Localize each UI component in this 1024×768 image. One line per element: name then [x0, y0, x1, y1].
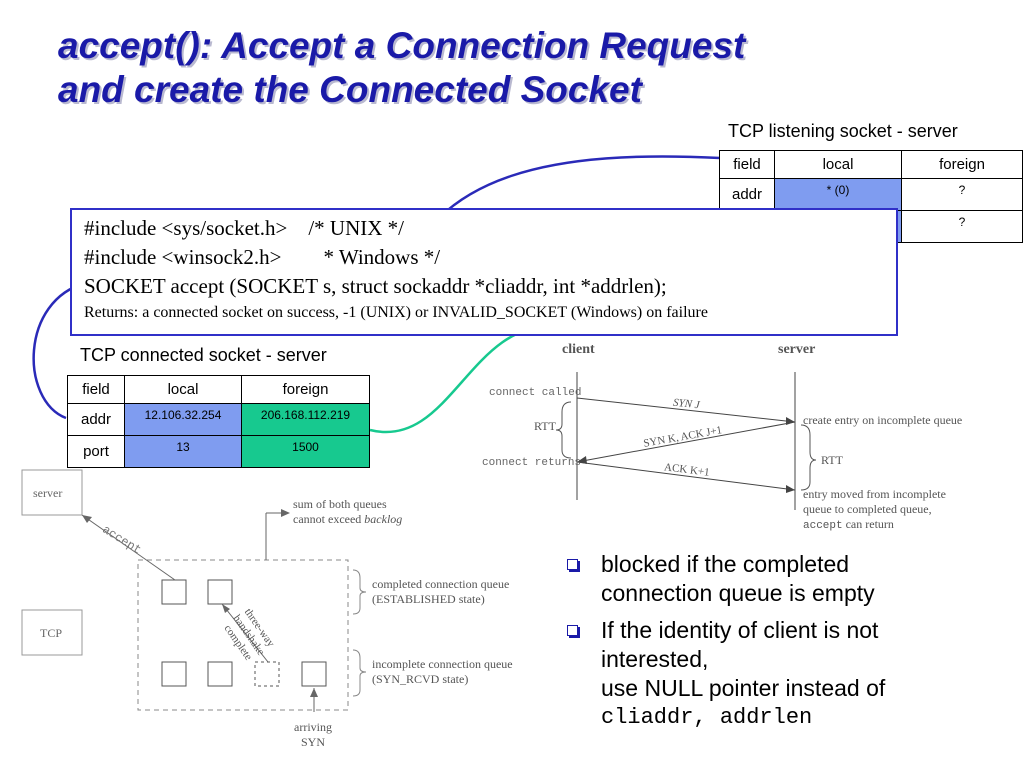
- backlog-note: sum of both queues cannot exceed backlog: [293, 497, 402, 527]
- accept-mono: accept: [803, 520, 843, 532]
- bullet-2-line-2: interested,: [601, 646, 709, 672]
- cell-foreign: 206.168.112.219: [241, 403, 370, 436]
- accept-signature-box: #include <sys/socket.h> /* UNIX */ #incl…: [70, 208, 898, 336]
- create-entry-label: create entry on incomplete queue: [803, 413, 963, 427]
- bullet-2-line-4: cliaddr, addrlen: [601, 705, 813, 730]
- can-return-text: can return: [842, 517, 894, 531]
- incomplete-queue-line-1: incomplete connection queue: [372, 657, 513, 671]
- header-local: local: [124, 375, 242, 404]
- server-box-label: server: [33, 486, 63, 500]
- cliaddr-connector: [369, 325, 556, 434]
- connected-socket-table: field local foreign addr 12.106.32.254 2…: [67, 375, 370, 468]
- handshake-diagram: [555, 372, 817, 510]
- header-field: field: [719, 150, 775, 179]
- cell-local: 13: [124, 435, 242, 468]
- return-connector: [32, 281, 87, 420]
- title-line-1: accept(): Accept a Connection Request: [58, 25, 746, 66]
- table-row: port 13 1500: [67, 435, 370, 468]
- listening-table-caption: TCP listening socket - server: [728, 121, 958, 141]
- bullet-square-icon: [567, 625, 578, 636]
- server-box: [21, 469, 83, 516]
- bullet-2-line-1: If the identity of client is not: [601, 617, 879, 643]
- backlog-word: backlog: [364, 512, 403, 526]
- bullet-1-line-1: blocked if the completed: [601, 551, 850, 577]
- incomplete-queue-line-2: (SYN_RCVD state): [372, 672, 469, 686]
- table-row: addr * (0) ?: [719, 178, 1023, 211]
- client-label: client: [562, 342, 595, 357]
- cell-local: * (0): [774, 178, 902, 211]
- tcp-box: [21, 609, 83, 656]
- include-unix-line: #include <sys/socket.h> /* UNIX */: [84, 216, 404, 240]
- entry-moved-line-2: queue to completed queue,: [803, 502, 932, 516]
- notes-list: blocked if the completed connection queu…: [563, 550, 983, 740]
- backlog-note-line-1: sum of both queues: [293, 497, 387, 511]
- header-local: local: [774, 150, 902, 179]
- server-label: server: [778, 342, 816, 357]
- list-item: If the identity of client is not interes…: [563, 616, 983, 732]
- connect-called-label: connect called: [489, 387, 582, 399]
- backlog-pre: cannot exceed: [293, 512, 365, 526]
- incomplete-queue-label: incomplete connection queue (SYN_RCVD st…: [372, 657, 513, 687]
- list-item: blocked if the completed connection queu…: [563, 550, 983, 608]
- cell-field: addr: [719, 178, 775, 211]
- queue-diagram: [21, 469, 367, 712]
- table-header-row: field local foreign: [719, 150, 1023, 179]
- rtt-left-label: RTT: [534, 419, 556, 433]
- cell-field: addr: [67, 403, 125, 436]
- entry-moved-line-3: accept can return: [803, 517, 946, 534]
- cell-foreign: ?: [901, 210, 1023, 243]
- cell-local: 12.106.32.254: [124, 403, 242, 436]
- rtt-right-label: RTT: [821, 453, 843, 467]
- cell-foreign: ?: [901, 178, 1023, 211]
- bullet-square-icon: [567, 559, 578, 570]
- arriving-line-1: arriving: [294, 720, 332, 734]
- cell-field: port: [67, 435, 125, 468]
- returns-line: Returns: a connected socket on success, …: [84, 304, 708, 321]
- include-windows-line: #include <winsock2.h> * Windows */: [84, 245, 441, 269]
- entry-moved-line-1: entry moved from incomplete: [803, 487, 946, 501]
- slide-title: accept(): Accept a Connection Request an…: [58, 24, 745, 112]
- bullet-1-line-2: connection queue is empty: [601, 580, 875, 606]
- table-header-row: field local foreign: [67, 375, 370, 404]
- header-foreign: foreign: [241, 375, 370, 404]
- arriving-line-2: SYN: [300, 735, 325, 749]
- tcp-box-label: TCP: [40, 626, 63, 640]
- connect-returns-label: connect returns: [482, 457, 582, 469]
- arriving-syn-label: arriving SYN: [291, 720, 335, 750]
- bullet-2-line-3: use NULL pointer instead of: [601, 675, 886, 701]
- table-row: addr 12.106.32.254 206.168.112.219: [67, 403, 370, 436]
- completed-queue-line-1: completed connection queue: [372, 577, 510, 591]
- backlog-note-line-2: cannot exceed backlog: [293, 512, 402, 527]
- completed-queue-line-2: (ESTABLISHED state): [372, 592, 485, 606]
- title-line-2: and create the Connected Socket: [58, 69, 642, 110]
- cell-foreign: 1500: [241, 435, 370, 468]
- connected-table-caption: TCP connected socket - server: [80, 345, 327, 365]
- entry-moved-label: entry moved from incomplete queue to com…: [803, 487, 946, 534]
- completed-queue-label: completed connection queue (ESTABLISHED …: [372, 577, 509, 607]
- header-foreign: foreign: [901, 150, 1023, 179]
- accept-prototype-line: SOCKET accept (SOCKET s, struct sockaddr…: [84, 274, 667, 298]
- header-field: field: [67, 375, 125, 404]
